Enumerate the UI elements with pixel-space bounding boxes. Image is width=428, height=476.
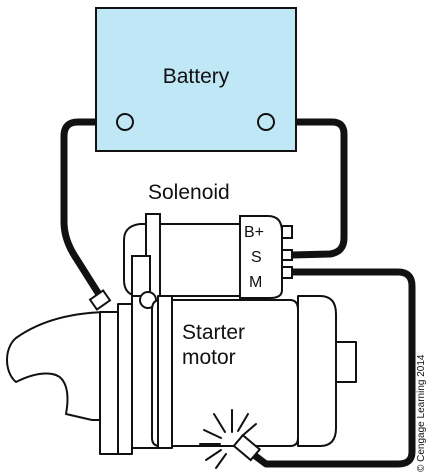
battery-positive-terminal — [258, 114, 274, 130]
battery-label: Battery — [163, 65, 230, 88]
bplus-stud — [282, 226, 292, 238]
battery-negative-terminal — [117, 114, 133, 130]
motor-shaft-boss — [336, 342, 356, 382]
solenoid-label: Solenoid — [148, 181, 230, 204]
m-stud — [282, 267, 292, 278]
battery-icon: Battery — [96, 8, 296, 151]
motor-end-cap — [298, 296, 336, 446]
ground-lug — [90, 290, 110, 309]
solenoid: B+ S M — [124, 214, 292, 308]
solenoid-band — [132, 256, 150, 296]
drive-housing — [7, 296, 158, 454]
terminal-s-label: S — [251, 249, 262, 266]
starter-label-line2: motor — [182, 346, 236, 369]
copyright-text: © Cengage Learning 2014 — [416, 354, 427, 472]
s-stud — [282, 250, 292, 260]
terminal-m-label: M — [249, 274, 262, 291]
motor-front-band — [158, 296, 172, 448]
starter-label-line1: Starter — [182, 321, 245, 344]
terminal-bplus-label: B+ — [244, 224, 264, 241]
